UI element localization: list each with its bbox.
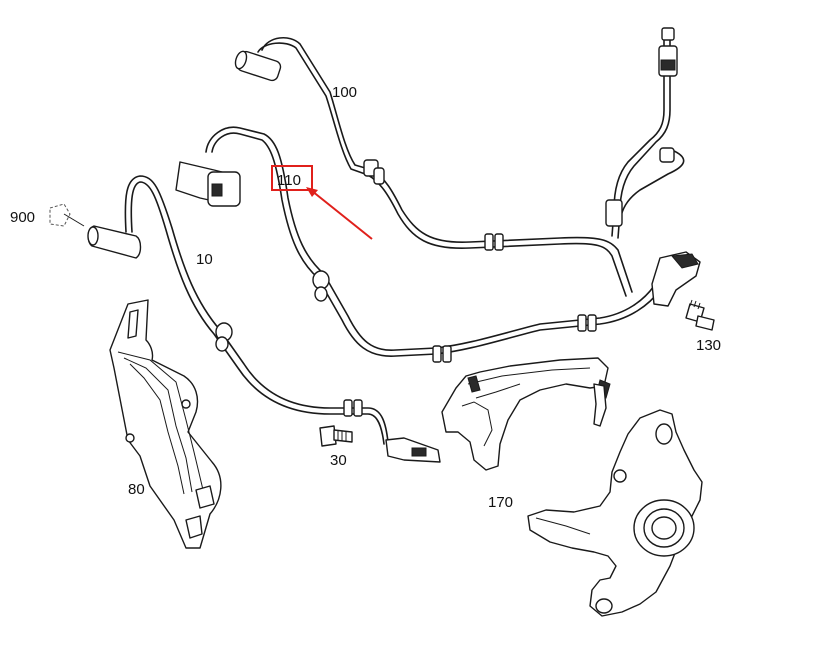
cable-100[interactable]	[233, 37, 633, 297]
callout-80[interactable]: 80	[128, 481, 145, 498]
clip-900[interactable]	[49, 203, 85, 227]
cable-10[interactable]	[87, 175, 441, 463]
bolt-130[interactable]	[685, 299, 715, 331]
bolt-30[interactable]	[319, 425, 353, 447]
highlight-arrow-icon	[306, 187, 373, 240]
bracket-80[interactable]	[109, 299, 222, 549]
grommet-icon	[363, 159, 385, 185]
steering-knuckle	[527, 409, 703, 617]
callout-30[interactable]: 30	[330, 452, 347, 469]
sensor-icon	[385, 437, 441, 463]
grommet-icon	[484, 233, 504, 251]
grommet-icon	[343, 399, 363, 417]
grommet-icon	[215, 322, 233, 352]
sensor-icon	[651, 251, 701, 307]
harness-connector[interactable]	[605, 27, 685, 239]
grommet-icon	[312, 270, 330, 302]
bolt-icon	[319, 425, 353, 447]
callout-900[interactable]: 900	[10, 209, 35, 226]
connector-icon	[234, 50, 282, 82]
connector-icon	[175, 161, 241, 207]
grommet-icon	[577, 314, 597, 332]
callout-100[interactable]: 100	[332, 84, 357, 101]
grommet-icon	[432, 345, 452, 363]
callout-170[interactable]: 170	[488, 494, 513, 511]
callout-10[interactable]: 10	[196, 251, 213, 268]
highlight-box	[271, 165, 313, 191]
cable-110[interactable]	[175, 126, 701, 363]
holder-170[interactable]	[441, 357, 611, 471]
connector-icon	[87, 225, 142, 259]
callout-130[interactable]: 130	[696, 337, 721, 354]
bolt-icon	[685, 299, 715, 331]
callout-110[interactable]: 110	[277, 172, 301, 189]
